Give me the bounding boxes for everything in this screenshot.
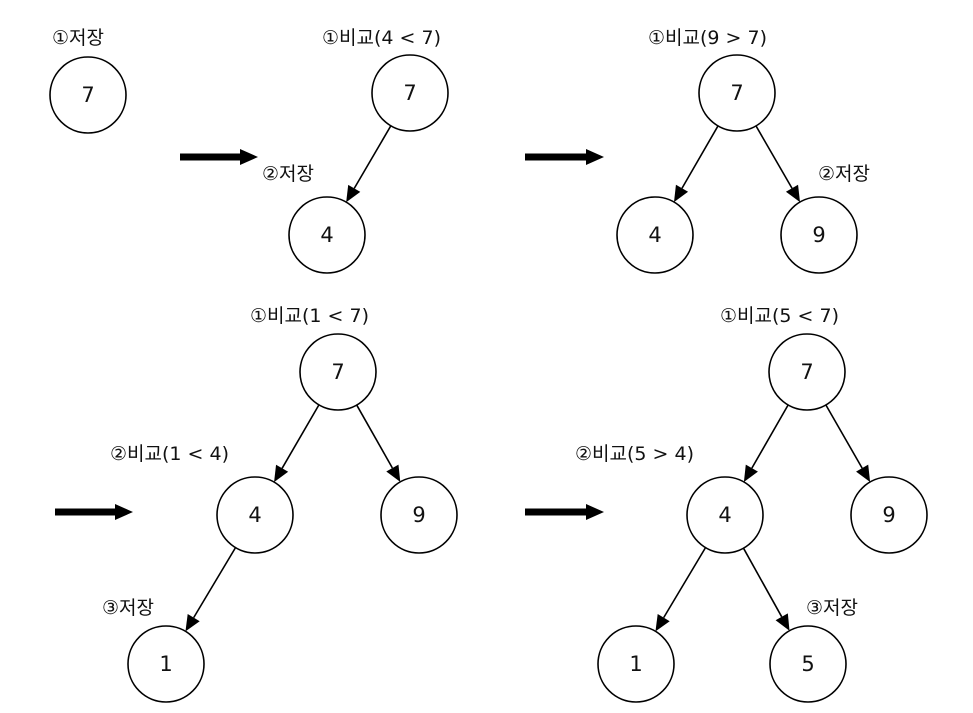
annotation-step4-store: ③저장 xyxy=(102,597,154,619)
tree-node: 9 xyxy=(850,476,928,554)
tree-node: 9 xyxy=(380,476,458,554)
svg-text:7: 7 xyxy=(331,360,344,384)
annotation-step2-store: ②저장 xyxy=(262,163,314,185)
tree-node: 4 xyxy=(616,196,694,274)
tree-node: 9 xyxy=(780,196,858,274)
tree-node: 4 xyxy=(216,476,294,554)
tree-edge xyxy=(356,404,401,482)
svg-text:7: 7 xyxy=(403,81,416,105)
tree-node: 5 xyxy=(769,625,847,703)
tree-node: 7 xyxy=(49,56,127,134)
svg-text:9: 9 xyxy=(412,503,425,527)
svg-text:4: 4 xyxy=(648,223,661,247)
step-transition-arrows xyxy=(55,149,604,520)
tree-edge xyxy=(185,547,237,632)
step-4: ①비교(1 < 7) ②비교(1 < 4) ③저장 7 4 9 1 xyxy=(102,305,458,703)
transition-arrow-3-to-4 xyxy=(55,504,133,520)
tree-node: 1 xyxy=(597,625,675,703)
annotation-step4-compare-child: ②비교(1 < 4) xyxy=(110,443,229,465)
annotation-step5-store: ③저장 xyxy=(806,597,858,619)
tree-edge xyxy=(274,404,320,483)
transition-arrow-1-to-2 xyxy=(180,149,258,165)
tree-edges xyxy=(185,125,871,632)
tree-node: 7 xyxy=(768,333,846,411)
svg-text:7: 7 xyxy=(81,83,94,107)
transition-arrow-2-to-3 xyxy=(525,149,604,165)
annotation-step1-store: ①저장 xyxy=(52,27,104,49)
svg-text:1: 1 xyxy=(159,652,172,676)
step-5: ①비교(5 < 7) ②비교(5 > 4) ③저장 7 4 9 1 5 xyxy=(575,305,928,703)
svg-text:9: 9 xyxy=(812,223,825,247)
svg-text:4: 4 xyxy=(248,503,261,527)
annotation-step2-compare: ①비교(4 < 7) xyxy=(322,27,441,49)
tree-node: 7 xyxy=(698,54,776,132)
svg-text:4: 4 xyxy=(718,503,731,527)
tree-edge xyxy=(346,125,392,203)
transition-arrow-4-to-5 xyxy=(525,504,604,520)
svg-text:4: 4 xyxy=(320,223,333,247)
annotation-step3-compare: ①비교(9 > 7) xyxy=(648,27,767,49)
svg-text:1: 1 xyxy=(629,652,642,676)
step-1: ①저장 7 xyxy=(49,27,127,134)
tree-node: 1 xyxy=(127,625,205,703)
svg-text:9: 9 xyxy=(882,503,895,527)
annotation-step5-compare-child: ②비교(5 > 4) xyxy=(575,443,694,465)
tree-edge xyxy=(755,125,800,203)
tree-edge xyxy=(742,547,790,631)
tree-edge xyxy=(655,547,707,632)
tree-node: 4 xyxy=(686,476,764,554)
svg-text:7: 7 xyxy=(800,360,813,384)
annotation-step5-compare-root: ①비교(5 < 7) xyxy=(720,305,839,327)
tree-node: 7 xyxy=(299,333,377,411)
tree-edge xyxy=(674,125,719,203)
step-3: ①비교(9 > 7) ②저장 7 4 9 xyxy=(616,27,870,274)
tree-edge xyxy=(825,404,871,483)
tree-node: 4 xyxy=(288,196,366,274)
tree-edge xyxy=(743,404,789,483)
svg-text:7: 7 xyxy=(730,81,743,105)
annotation-step3-store: ②저장 xyxy=(818,163,870,185)
tree-node: 7 xyxy=(371,54,449,132)
svg-text:5: 5 xyxy=(801,652,814,676)
step-2: ①비교(4 < 7) ②저장 7 4 xyxy=(262,27,449,274)
annotation-step4-compare-root: ①비교(1 < 7) xyxy=(250,305,369,327)
